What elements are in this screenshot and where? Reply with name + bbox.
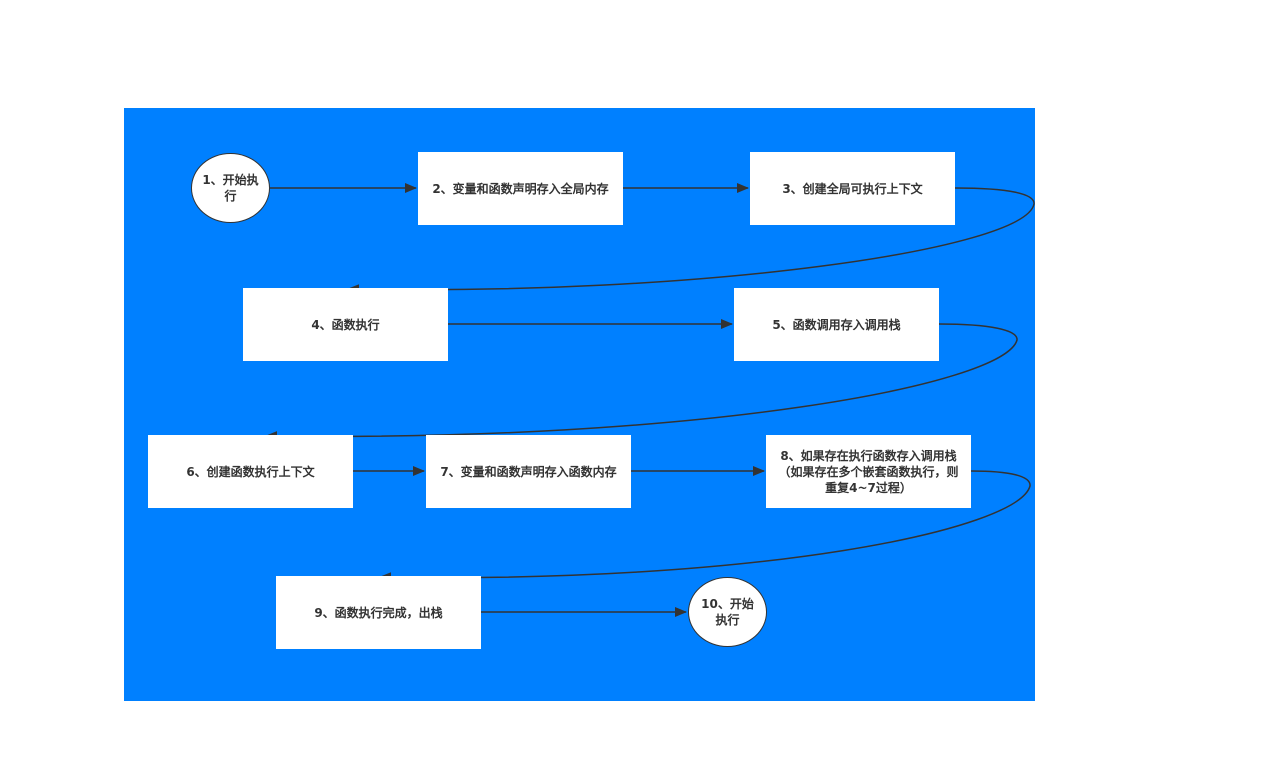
step-9-label: 9、函数执行完成，出栈 [314,605,443,620]
step-8-node: 8、如果存在执行函数存入调用栈（如果存在多个嵌套函数执行，则重复4~7过程） [766,435,971,508]
step-1-label: 1、开始执行 [202,173,259,203]
step-4-label: 4、函数执行 [311,317,380,332]
step-6-label: 6、创建函数执行上下文 [186,464,315,479]
step-6-node: 6、创建函数执行上下文 [148,435,353,508]
edge-8-9 [379,470,1031,583]
step-8-label: 8、如果存在执行函数存入调用栈（如果存在多个嵌套函数执行，则重复4~7过程） [778,448,959,495]
step-7-label: 7、变量和函数声明存入函数内存 [440,464,617,479]
step-3-label: 3、创建全局可执行上下文 [782,181,923,196]
step-9-node: 9、函数执行完成，出栈 [276,576,481,649]
step-7-node: 7、变量和函数声明存入函数内存 [426,435,631,508]
step-1-start-node: 1、开始执行 [191,153,270,223]
step-3-node: 3、创建全局可执行上下文 [750,152,955,225]
step-10-label: 10、开始执行 [701,597,754,627]
edge-3-4 [347,187,1035,295]
step-10-end-node: 10、开始执行 [688,577,767,647]
step-2-label: 2、变量和函数声明存入全局内存 [432,181,609,196]
edge-5-6 [265,323,1018,442]
step-2-node: 2、变量和函数声明存入全局内存 [418,152,623,225]
step-4-node: 4、函数执行 [243,288,448,361]
step-5-node: 5、函数调用存入调用栈 [734,288,939,361]
step-5-label: 5、函数调用存入调用栈 [772,317,901,332]
